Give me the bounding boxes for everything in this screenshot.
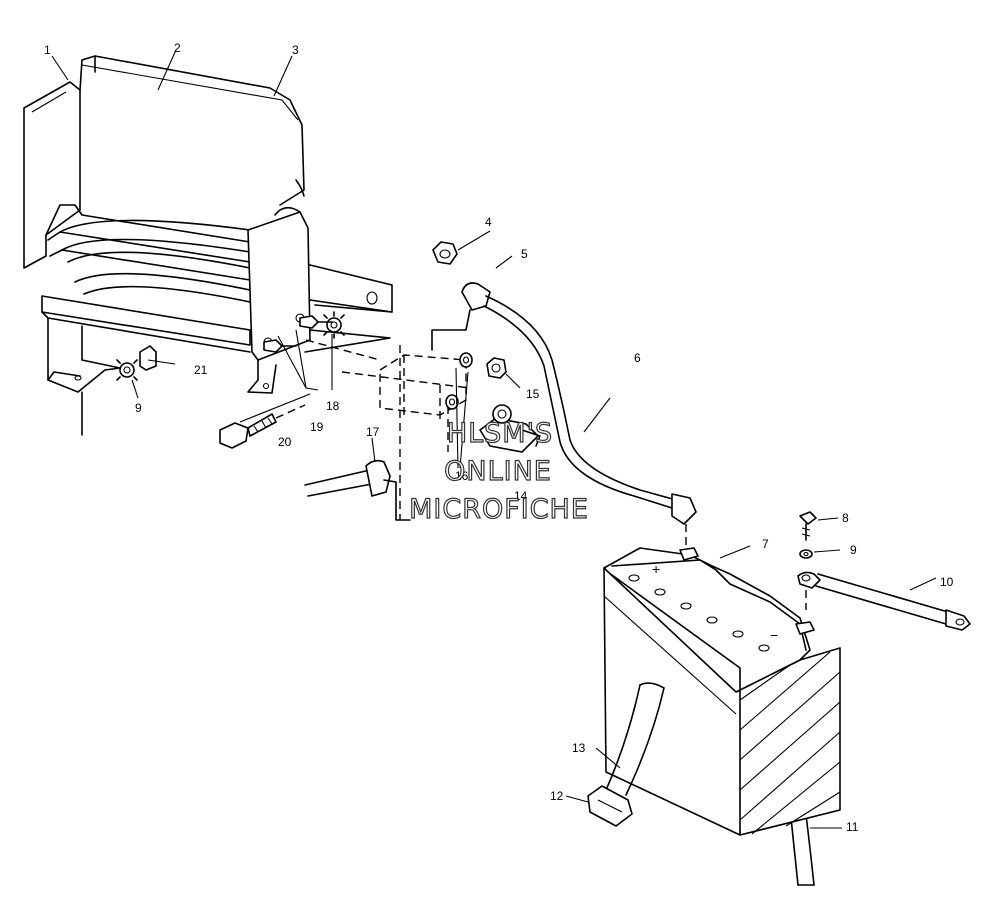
wire-part-17 bbox=[304, 437, 411, 521]
battery-cell-caps bbox=[628, 574, 770, 652]
callout-12: 12 bbox=[550, 789, 564, 803]
callout-6: 6 bbox=[634, 351, 641, 365]
bolt-part-20 bbox=[219, 404, 306, 449]
screw-part-8 bbox=[799, 511, 839, 541]
watermark: HLSM'S ONLINE MICROFICHE bbox=[408, 417, 589, 525]
callout-1: 1 bbox=[44, 43, 51, 57]
callout-18: 18 bbox=[326, 399, 340, 413]
star-washer-part-18 bbox=[323, 311, 345, 339]
buckle-part-12 bbox=[565, 785, 633, 827]
battery-box-assembly bbox=[23, 55, 393, 436]
callout-10: 10 bbox=[940, 575, 954, 589]
watermark-line-1: HLSM'S bbox=[447, 418, 553, 449]
callout-20: 20 bbox=[278, 435, 292, 449]
nut-part-15 bbox=[486, 357, 521, 389]
strap-part-13 bbox=[595, 682, 665, 796]
callout-19: 19 bbox=[310, 420, 324, 434]
nut-part-4 bbox=[432, 230, 491, 265]
leader-lines bbox=[51, 49, 513, 469]
battery-negative-mark: − bbox=[770, 627, 778, 643]
callout-9-left: 9 bbox=[135, 401, 142, 415]
callout-9-right: 9 bbox=[850, 543, 857, 557]
callout-16: 16 bbox=[455, 469, 469, 483]
phantom-relay-outline bbox=[305, 339, 471, 520]
hardware bbox=[116, 230, 541, 520]
washers-part-16 bbox=[445, 352, 473, 410]
callout-21: 21 bbox=[194, 363, 208, 377]
callout-4: 4 bbox=[485, 215, 492, 229]
star-washer-part-9-left bbox=[116, 359, 138, 381]
screws-part-19 bbox=[263, 315, 333, 353]
callout-5: 5 bbox=[521, 247, 528, 261]
callout-15: 15 bbox=[526, 387, 540, 401]
callout-8: 8 bbox=[842, 511, 849, 525]
callout-17: 17 bbox=[366, 425, 380, 439]
washer-part-9-right bbox=[799, 549, 841, 559]
callout-3: 3 bbox=[292, 43, 299, 57]
battery-positive-mark: + bbox=[652, 561, 660, 577]
positive-cable-part-6 bbox=[431, 282, 697, 548]
ground-cable-part-10 bbox=[797, 571, 971, 631]
callout-2: 2 bbox=[174, 41, 181, 55]
watermark-line-2: ONLINE bbox=[444, 456, 552, 487]
callout-14: 14 bbox=[514, 489, 528, 503]
callout-numbers: 1 2 3 4 5 6 7 8 9 9 10 11 12 13 14 15 16… bbox=[44, 41, 954, 834]
pin-part-21 bbox=[139, 345, 176, 371]
watermark-line-3: MICROFICHE bbox=[409, 494, 589, 525]
relay-part-14 bbox=[479, 404, 541, 453]
callout-13: 13 bbox=[572, 741, 586, 755]
callout-7: 7 bbox=[762, 537, 769, 551]
callout-11: 11 bbox=[846, 820, 859, 834]
